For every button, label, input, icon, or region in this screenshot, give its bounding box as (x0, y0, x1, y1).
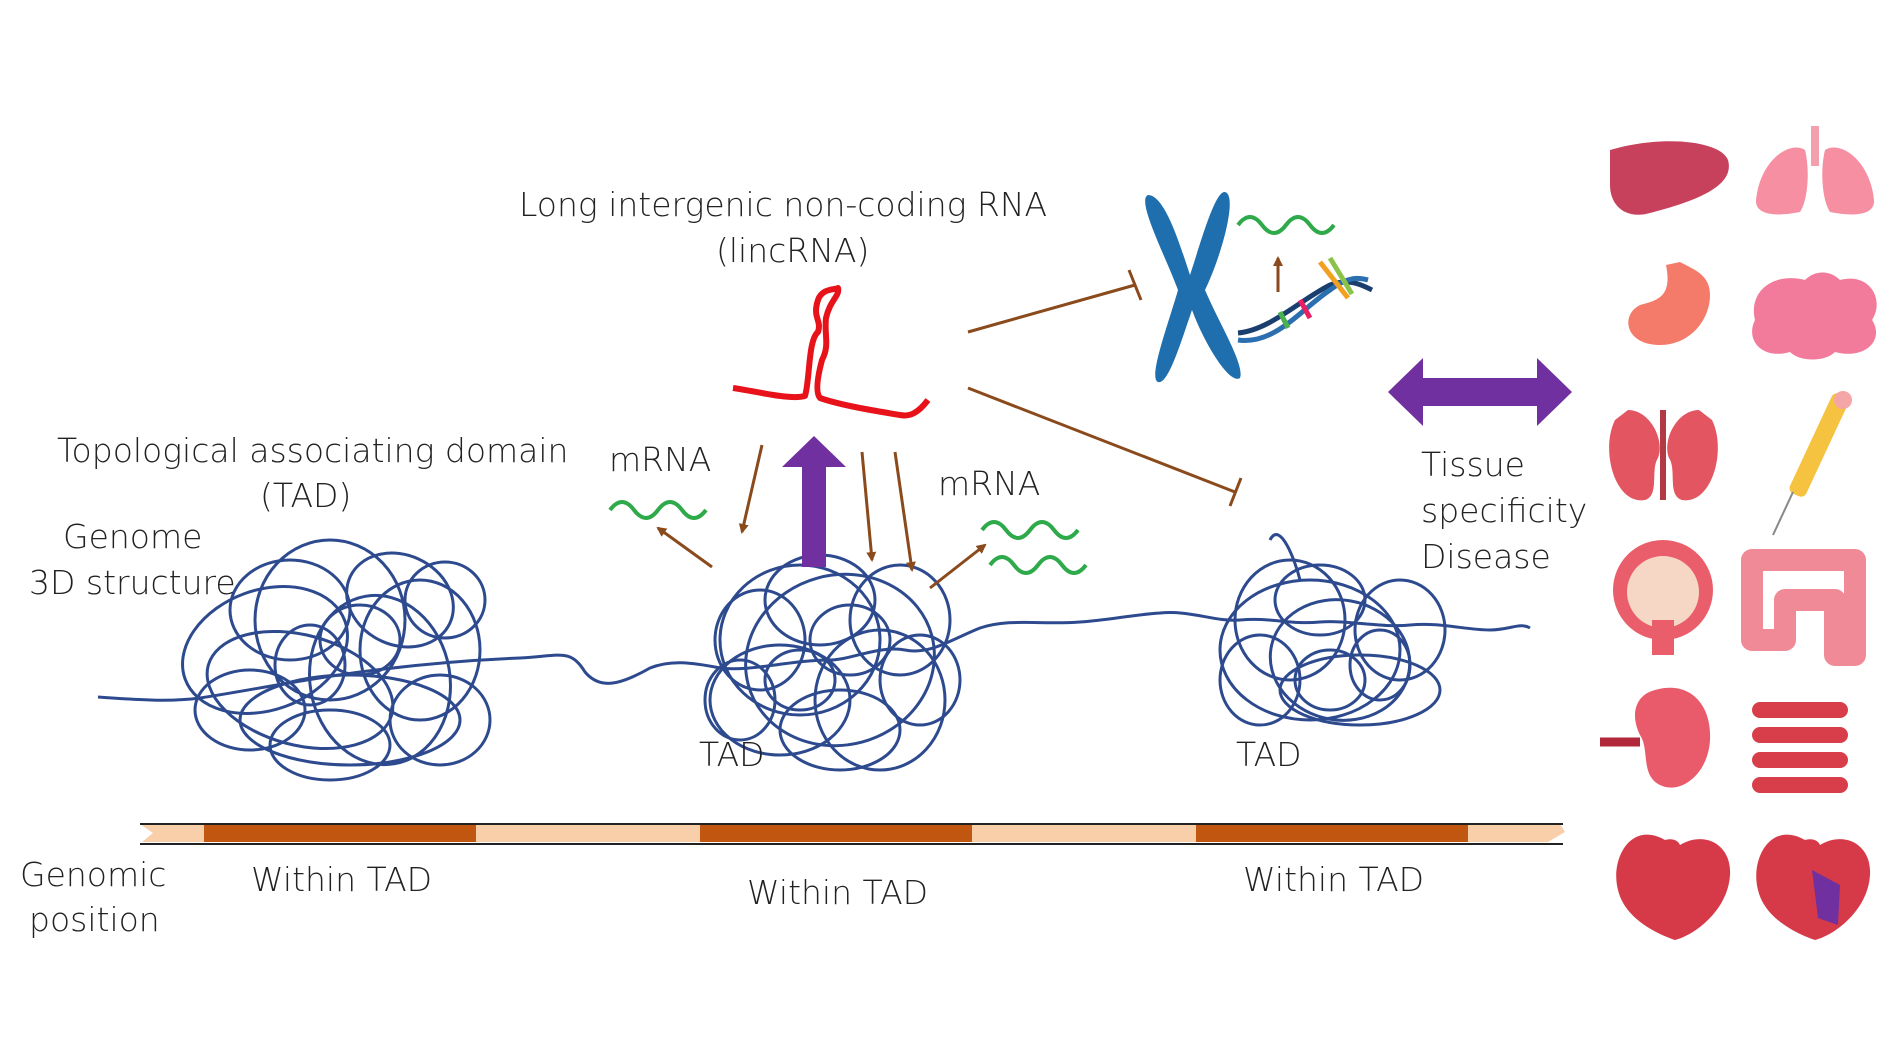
spleen-icon (1600, 687, 1711, 788)
mrna-label-left: mRNA (609, 440, 712, 479)
tissue-label-line2: specificity (1421, 491, 1588, 530)
lincrna-title-line2: (lincRNA) (716, 231, 870, 270)
tad-title-line2: (TAD) (260, 476, 352, 515)
stomach-icon (1628, 262, 1710, 345)
purple-double-arrow (1388, 358, 1572, 426)
tad-segment (700, 824, 972, 842)
heart-disease-icon (1756, 834, 1871, 940)
mrna-wave (608, 500, 708, 520)
within-tad-label-2: Within TAD (747, 873, 929, 912)
genomic-position-line1: Genomic (20, 855, 167, 894)
heart-icon (1616, 834, 1731, 940)
within-tad-label-3: Within TAD (1243, 860, 1425, 899)
mrna-wave (988, 555, 1088, 575)
liver-icon (1610, 141, 1729, 215)
genome-label-line1: Genome (63, 517, 203, 556)
inhibition-arrows (967, 269, 1243, 507)
lincrna-strand (732, 285, 931, 419)
chromosome-icon (1145, 191, 1241, 383)
genomic-position-bar (140, 823, 1565, 845)
genome-label-line2: 3D structure (29, 563, 236, 602)
chromatin-fiber (97, 611, 1531, 702)
tad-middle-tangle (703, 553, 962, 772)
blood-vessel-icon (1772, 391, 1852, 536)
mrna-wave (980, 520, 1080, 540)
lungs-icon (1755, 126, 1875, 215)
tad-segment (204, 824, 476, 842)
tad-label-right: TAD (1236, 735, 1302, 774)
kidneys-icon (1609, 410, 1718, 501)
brain-icon (1752, 272, 1877, 360)
tad-left-tangle (181, 538, 492, 782)
organ-icons (1600, 126, 1877, 940)
purple-up-arrow (782, 436, 846, 567)
tad-title-line1: Topological associating domain (57, 431, 569, 470)
tissue-label-line3: Disease (1421, 537, 1551, 576)
dna-helix-icon (1237, 256, 1374, 343)
genomic-position-line2: position (29, 900, 160, 939)
tissue-label-line1: Tissue (1421, 445, 1525, 484)
within-tad-label-1: Within TAD (251, 860, 433, 899)
bladder-icon (1613, 540, 1713, 655)
lincrna-title-line1: Long intergenic non-coding RNA (519, 185, 1048, 224)
tad-right-tangle (1218, 533, 1447, 727)
tad-segment (1196, 824, 1468, 842)
mrna-wave (1236, 215, 1336, 235)
regulation-arrows (656, 256, 1283, 590)
tad-label-middle: TAD (699, 735, 765, 774)
colon-icon (1741, 549, 1866, 666)
mrna-label-right: mRNA (938, 464, 1041, 503)
small-intestine-icon (1752, 702, 1848, 793)
